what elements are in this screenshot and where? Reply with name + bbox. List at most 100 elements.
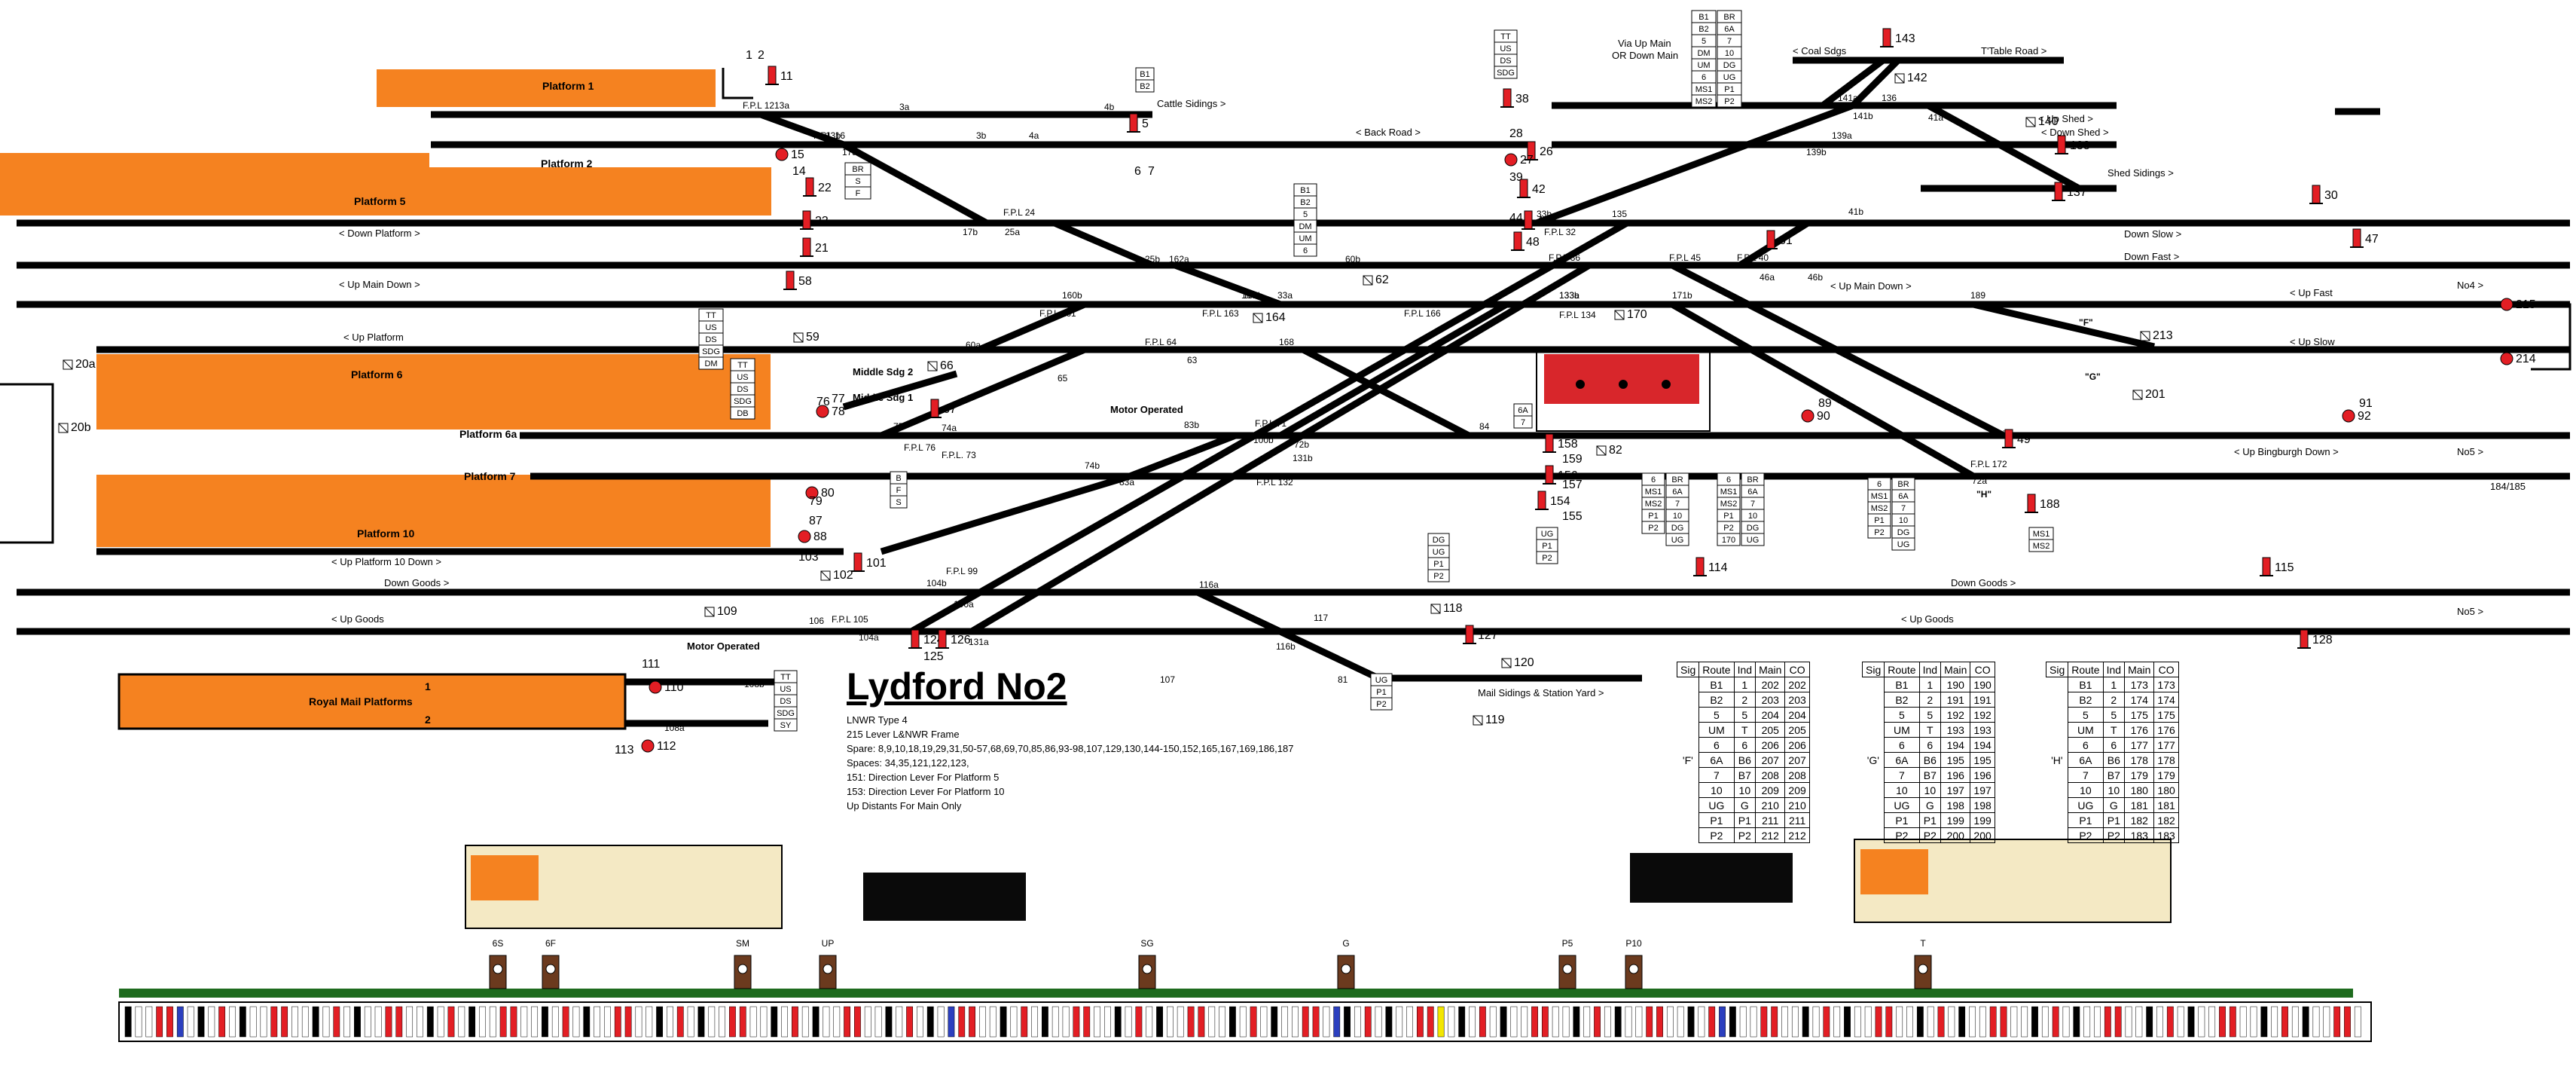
lever[interactable] bbox=[917, 1006, 923, 1038]
lever[interactable] bbox=[2094, 1006, 2101, 1038]
lever[interactable] bbox=[426, 1006, 434, 1038]
lever[interactable] bbox=[1135, 1006, 1143, 1038]
lever[interactable] bbox=[906, 1006, 913, 1038]
lever[interactable] bbox=[1916, 1006, 1924, 1038]
lever[interactable] bbox=[1541, 1006, 1549, 1038]
lever[interactable] bbox=[1239, 1006, 1247, 1038]
lever[interactable] bbox=[1406, 1006, 1413, 1038]
lever[interactable] bbox=[948, 1006, 955, 1038]
lever[interactable] bbox=[2281, 1006, 2288, 1038]
lever[interactable] bbox=[260, 1006, 267, 1038]
lever[interactable] bbox=[1312, 1006, 1320, 1038]
lever[interactable] bbox=[1864, 1006, 1872, 1038]
lever[interactable] bbox=[1375, 1006, 1382, 1038]
lever[interactable] bbox=[354, 1006, 361, 1038]
lever[interactable] bbox=[218, 1006, 226, 1038]
lever[interactable] bbox=[687, 1006, 694, 1038]
lever[interactable] bbox=[417, 1006, 423, 1038]
lever[interactable] bbox=[1844, 1006, 1851, 1038]
lever[interactable] bbox=[447, 1006, 455, 1038]
lever[interactable] bbox=[937, 1006, 945, 1038]
lever[interactable] bbox=[1281, 1006, 1288, 1038]
lever[interactable] bbox=[1229, 1006, 1236, 1038]
lever[interactable] bbox=[1500, 1006, 1507, 1038]
lever[interactable] bbox=[2146, 1006, 2153, 1038]
lever[interactable] bbox=[1666, 1006, 1674, 1038]
lever[interactable] bbox=[1562, 1006, 1570, 1038]
lever[interactable] bbox=[1354, 1006, 1361, 1038]
lever[interactable] bbox=[197, 1006, 205, 1038]
lever[interactable] bbox=[1875, 1006, 1882, 1038]
lever[interactable] bbox=[1948, 1006, 1955, 1038]
lever[interactable] bbox=[1042, 1006, 1048, 1038]
lever[interactable] bbox=[874, 1006, 882, 1038]
lever[interactable] bbox=[166, 1006, 173, 1038]
lever[interactable] bbox=[1198, 1006, 1205, 1038]
lever[interactable] bbox=[771, 1006, 778, 1038]
lever[interactable] bbox=[1104, 1006, 1111, 1038]
lever[interactable] bbox=[594, 1006, 601, 1038]
lever[interactable] bbox=[1187, 1006, 1195, 1038]
lever[interactable] bbox=[1854, 1006, 1861, 1038]
lever[interactable] bbox=[2125, 1006, 2132, 1038]
lever[interactable] bbox=[1051, 1006, 1059, 1038]
lever[interactable] bbox=[614, 1006, 621, 1038]
lever[interactable] bbox=[1646, 1006, 1653, 1038]
lever[interactable] bbox=[572, 1006, 580, 1038]
lever[interactable] bbox=[1167, 1006, 1174, 1038]
lever[interactable] bbox=[135, 1006, 142, 1038]
lever[interactable] bbox=[1146, 1006, 1153, 1038]
lever[interactable] bbox=[1125, 1006, 1132, 1038]
lever[interactable] bbox=[1073, 1006, 1080, 1038]
lever[interactable] bbox=[1552, 1006, 1559, 1038]
lever[interactable] bbox=[281, 1006, 288, 1038]
lever[interactable] bbox=[801, 1006, 809, 1038]
lever[interactable] bbox=[229, 1006, 236, 1038]
lever[interactable] bbox=[395, 1006, 403, 1038]
lever[interactable] bbox=[926, 1006, 934, 1038]
lever[interactable] bbox=[2156, 1006, 2163, 1038]
lever[interactable] bbox=[1823, 1006, 1830, 1038]
lever[interactable] bbox=[697, 1006, 705, 1038]
lever[interactable] bbox=[520, 1006, 528, 1038]
lever[interactable] bbox=[2073, 1006, 2080, 1038]
lever[interactable] bbox=[1021, 1006, 1028, 1038]
lever[interactable] bbox=[1260, 1006, 1268, 1038]
lever[interactable] bbox=[312, 1006, 319, 1038]
lever[interactable] bbox=[1031, 1006, 1038, 1038]
lever[interactable] bbox=[208, 1006, 215, 1038]
lever[interactable] bbox=[667, 1006, 673, 1038]
lever[interactable] bbox=[719, 1006, 726, 1038]
lever[interactable] bbox=[1604, 1006, 1611, 1038]
lever[interactable] bbox=[1437, 1006, 1445, 1038]
lever[interactable] bbox=[499, 1006, 507, 1038]
lever[interactable] bbox=[1771, 1006, 1778, 1038]
lever[interactable] bbox=[1479, 1006, 1486, 1038]
lever[interactable] bbox=[2083, 1006, 2091, 1038]
lever[interactable] bbox=[2208, 1006, 2216, 1038]
lever[interactable] bbox=[291, 1006, 298, 1038]
lever[interactable] bbox=[364, 1006, 371, 1038]
lever[interactable] bbox=[374, 1006, 382, 1038]
lever[interactable] bbox=[1635, 1006, 1643, 1038]
lever[interactable] bbox=[1614, 1006, 1622, 1038]
lever[interactable] bbox=[1094, 1006, 1100, 1038]
lever[interactable] bbox=[1573, 1006, 1580, 1038]
lever[interactable] bbox=[781, 1006, 789, 1038]
lever[interactable] bbox=[1958, 1006, 1966, 1038]
lever[interactable] bbox=[1885, 1006, 1893, 1038]
lever[interactable] bbox=[510, 1006, 517, 1038]
lever[interactable] bbox=[1385, 1006, 1393, 1038]
lever[interactable] bbox=[1760, 1006, 1768, 1038]
lever[interactable] bbox=[1208, 1006, 1216, 1038]
lever[interactable] bbox=[2229, 1006, 2236, 1038]
lever[interactable] bbox=[1489, 1006, 1497, 1038]
lever[interactable] bbox=[646, 1006, 653, 1038]
lever[interactable] bbox=[729, 1006, 736, 1038]
lever[interactable] bbox=[385, 1006, 392, 1038]
lever[interactable] bbox=[1427, 1006, 1434, 1038]
lever[interactable] bbox=[2260, 1006, 2268, 1038]
lever[interactable] bbox=[812, 1006, 819, 1038]
lever[interactable] bbox=[2271, 1006, 2278, 1038]
lever[interactable] bbox=[1719, 1006, 1726, 1038]
